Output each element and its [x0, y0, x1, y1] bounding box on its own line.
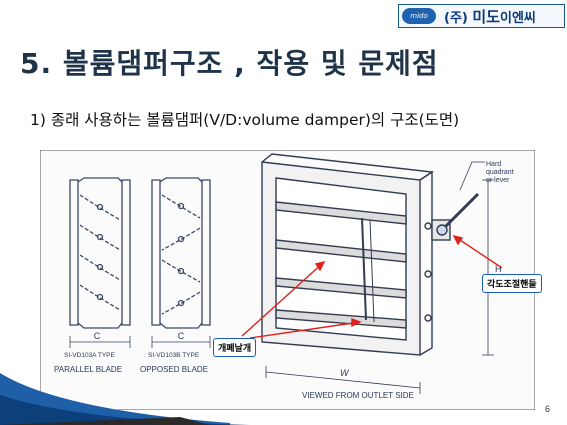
page-number: 6 — [545, 404, 551, 414]
logo-badge: mido — [402, 8, 436, 24]
logo-name: 미도 — [472, 7, 500, 26]
outlet-side-label: VIEWED FROM OUTLET SIDE — [302, 391, 414, 400]
dim-c-right: C — [178, 331, 185, 341]
opposed-blade-label: OPPOSED BLADE — [140, 365, 208, 374]
company-logo: mido (주) 미도이엔씨 — [398, 4, 565, 28]
bottom-swoosh — [0, 373, 250, 425]
slide-title: 5. 볼륨댐퍼구조 , 작용 및 문제점 — [20, 47, 439, 80]
type-b-label: SI-VD103B TYPE — [148, 352, 200, 359]
logo-prefix: (주) — [444, 10, 468, 26]
hard-quadrant-label-2: quadrant — [486, 169, 514, 176]
dim-c-left: C — [94, 331, 101, 341]
callout-blade: 개폐날개 — [213, 338, 257, 357]
slide-subtitle: 1) 종래 사용하는 볼륨댐퍼(V/D:volume damper)의 구조(도… — [30, 111, 460, 129]
dim-h: H — [495, 264, 502, 274]
callout-angle-handle: 각도조절핸들 — [482, 274, 542, 293]
logo-suffix: 이엔씨 — [499, 10, 536, 26]
damper-3d-view — [261, 153, 494, 394]
parallel-blade-label: PARALLEL BLADE — [54, 365, 122, 374]
parallel-blade-section — [69, 177, 131, 348]
type-a-label: SI-VD103A TYPE — [64, 352, 115, 359]
callout-arrows — [241, 234, 503, 339]
opposed-blade-section — [151, 177, 211, 348]
logo-company-name: (주) 미도이엔씨 — [444, 6, 536, 27]
dim-w: W — [340, 368, 350, 378]
hard-quadrant-label-1: Hard — [486, 161, 501, 168]
damper-drawing: C SI-VD103A TYPE C SI-VD103B TYPE PARALL… — [40, 150, 535, 410]
hard-quadrant-label-3: or lever — [486, 177, 510, 184]
